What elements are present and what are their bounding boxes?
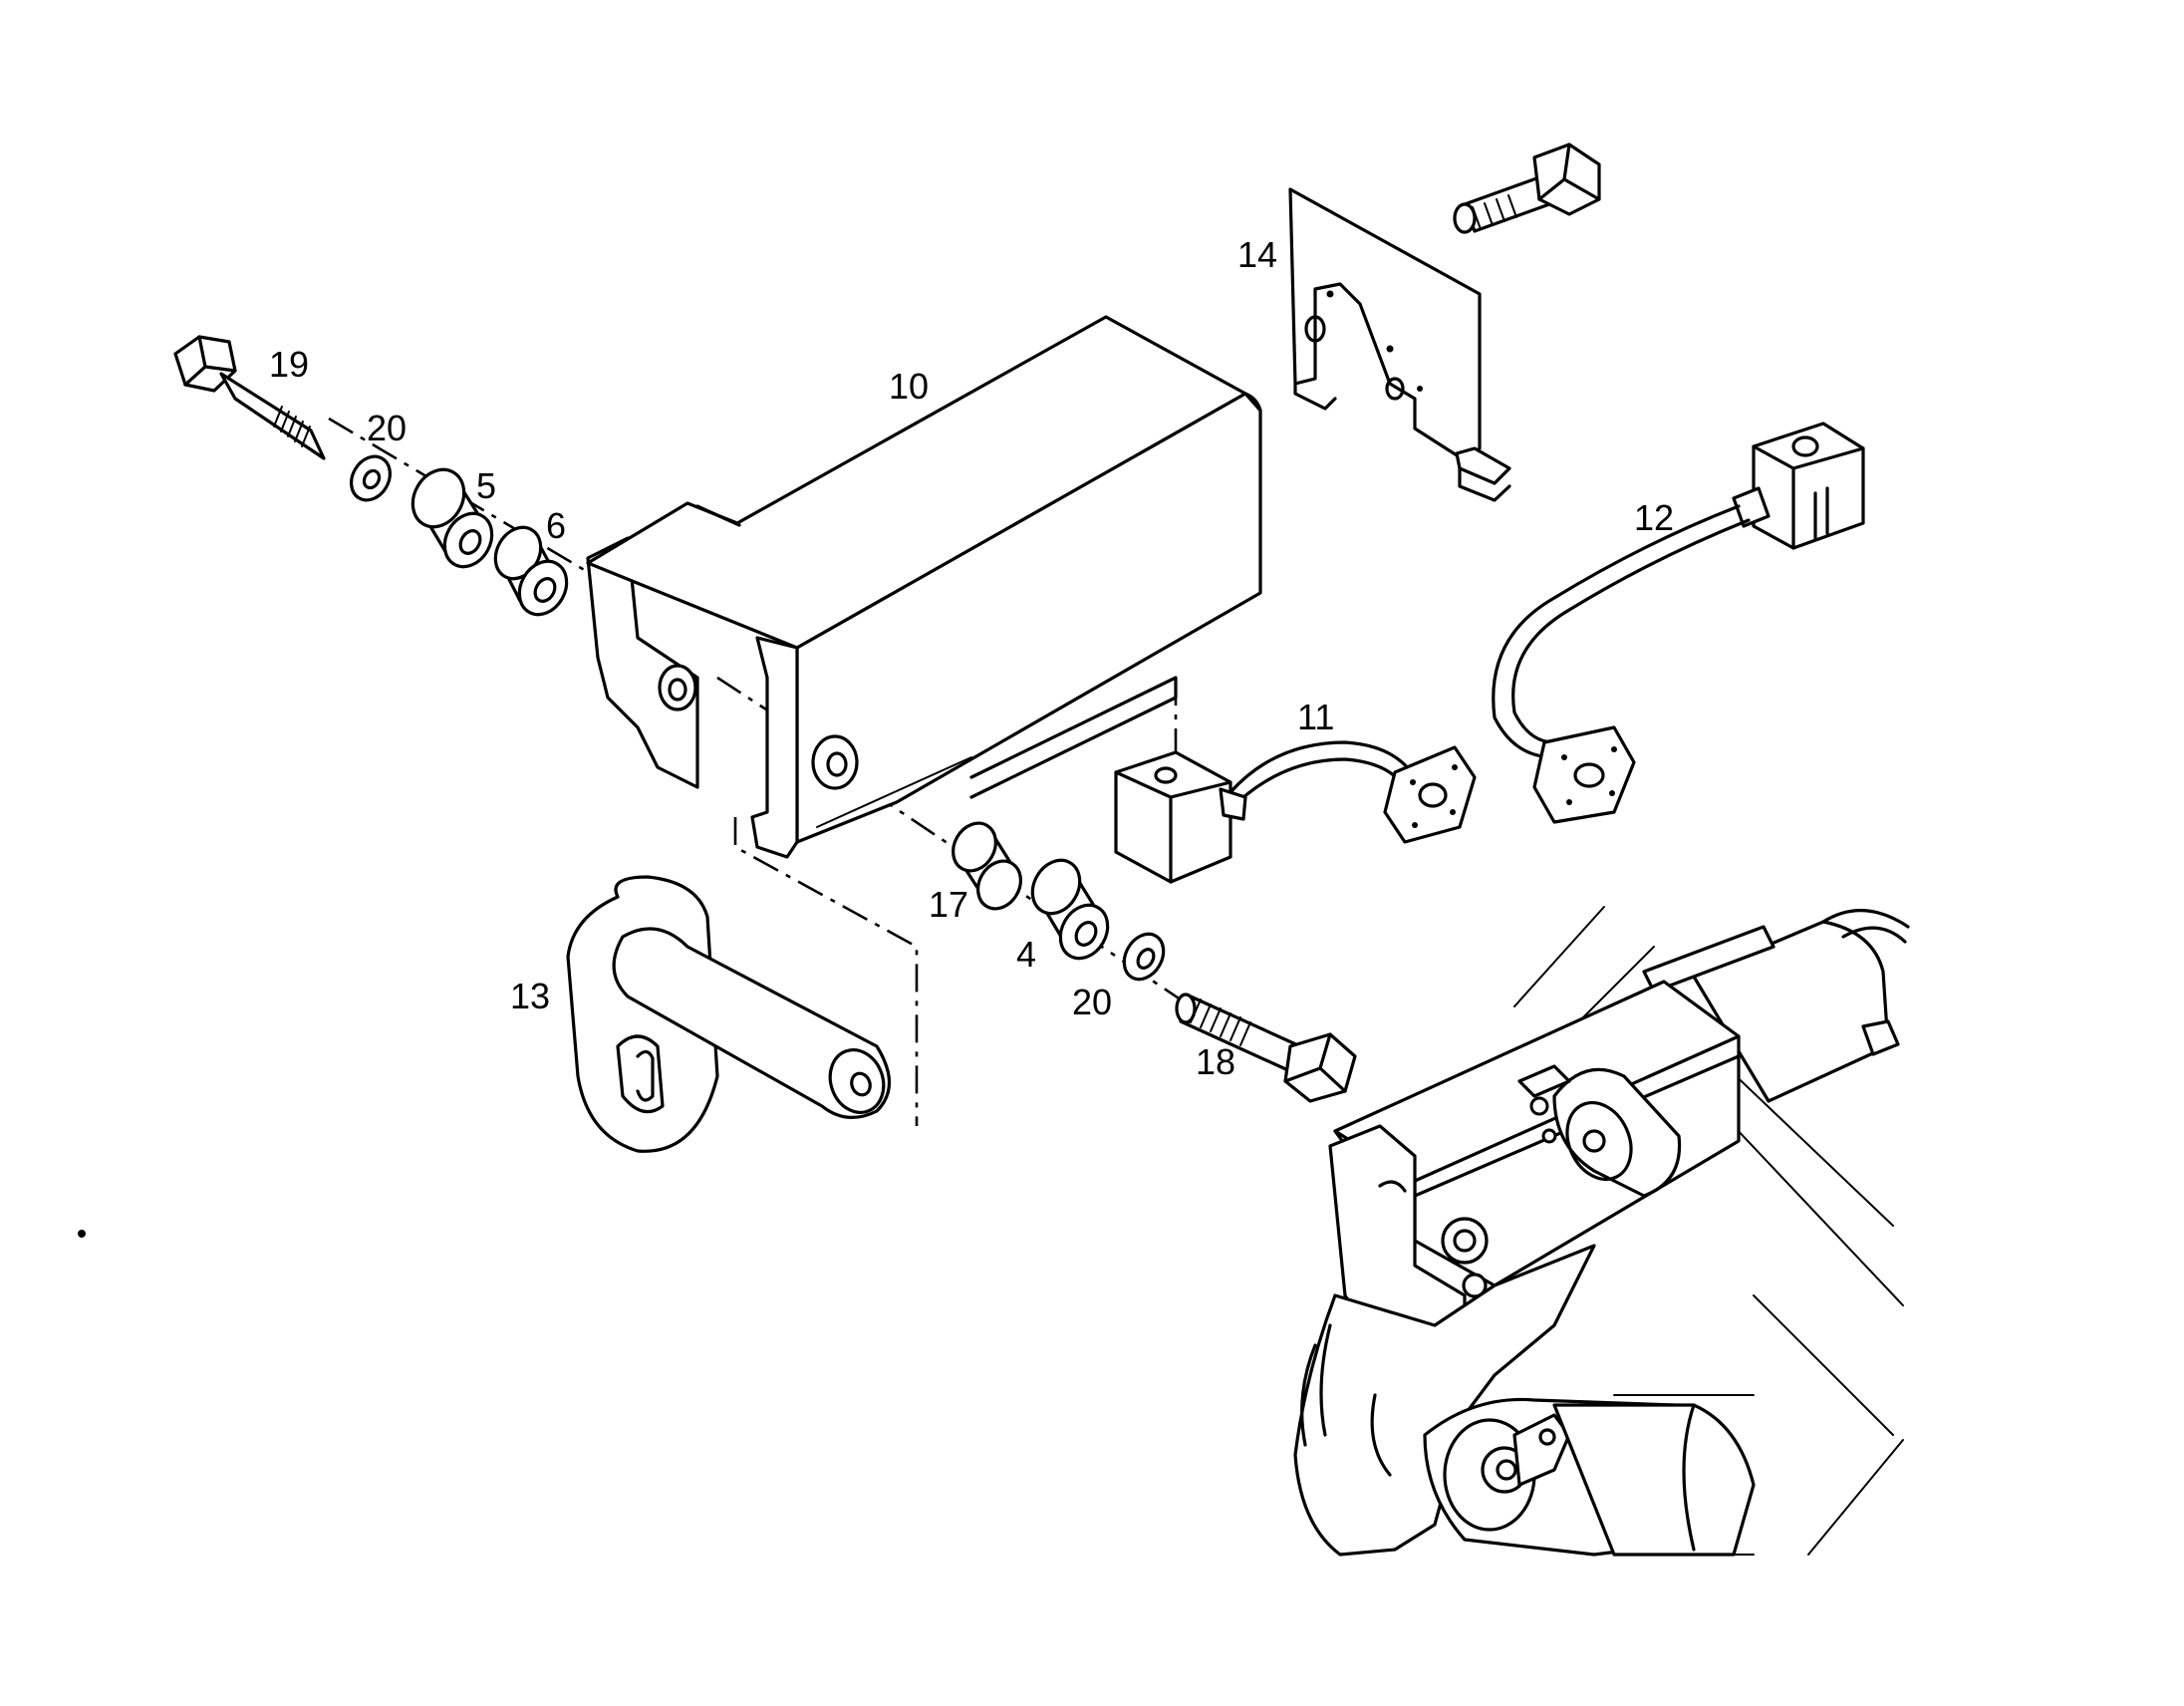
callout-10: 10 xyxy=(889,366,929,407)
callout-19: 19 xyxy=(269,344,309,385)
callout-labels: 10 14 19 20 5 6 12 11 17 4 20 13 18 xyxy=(269,234,1674,1082)
part-14-bracket xyxy=(1288,187,1511,502)
hex-bolt-top-right xyxy=(1453,142,1601,234)
callout-18: 18 xyxy=(1196,1041,1235,1082)
part-20-washer-lower xyxy=(1122,932,1166,982)
callout-20-lower: 20 xyxy=(1072,982,1112,1022)
callout-13: 13 xyxy=(510,976,550,1016)
part-20-washer-upper xyxy=(350,454,392,502)
part-11-sensor xyxy=(1114,740,1477,884)
callout-5: 5 xyxy=(476,465,496,506)
part-10-housing xyxy=(586,315,1262,859)
callout-12: 12 xyxy=(1634,497,1674,538)
callout-4: 4 xyxy=(1016,934,1036,975)
part-12-valve-block xyxy=(1492,422,1865,824)
stray-dot xyxy=(78,1230,86,1238)
callout-17: 17 xyxy=(929,884,968,925)
part-18-bolt xyxy=(1175,993,1357,1103)
part-19-bolt xyxy=(173,335,326,460)
callout-6: 6 xyxy=(546,505,566,546)
part-5-bushing xyxy=(410,467,494,569)
part-4-bushing xyxy=(1030,858,1110,961)
callout-11: 11 xyxy=(1297,697,1334,737)
part-13-mounting-lug xyxy=(566,875,891,1153)
part-17-spacer xyxy=(952,821,1022,911)
callout-14: 14 xyxy=(1237,234,1277,275)
callout-20-upper: 20 xyxy=(367,408,407,448)
machine-assembly xyxy=(1293,906,1910,1557)
part-6-bushing xyxy=(493,525,569,617)
